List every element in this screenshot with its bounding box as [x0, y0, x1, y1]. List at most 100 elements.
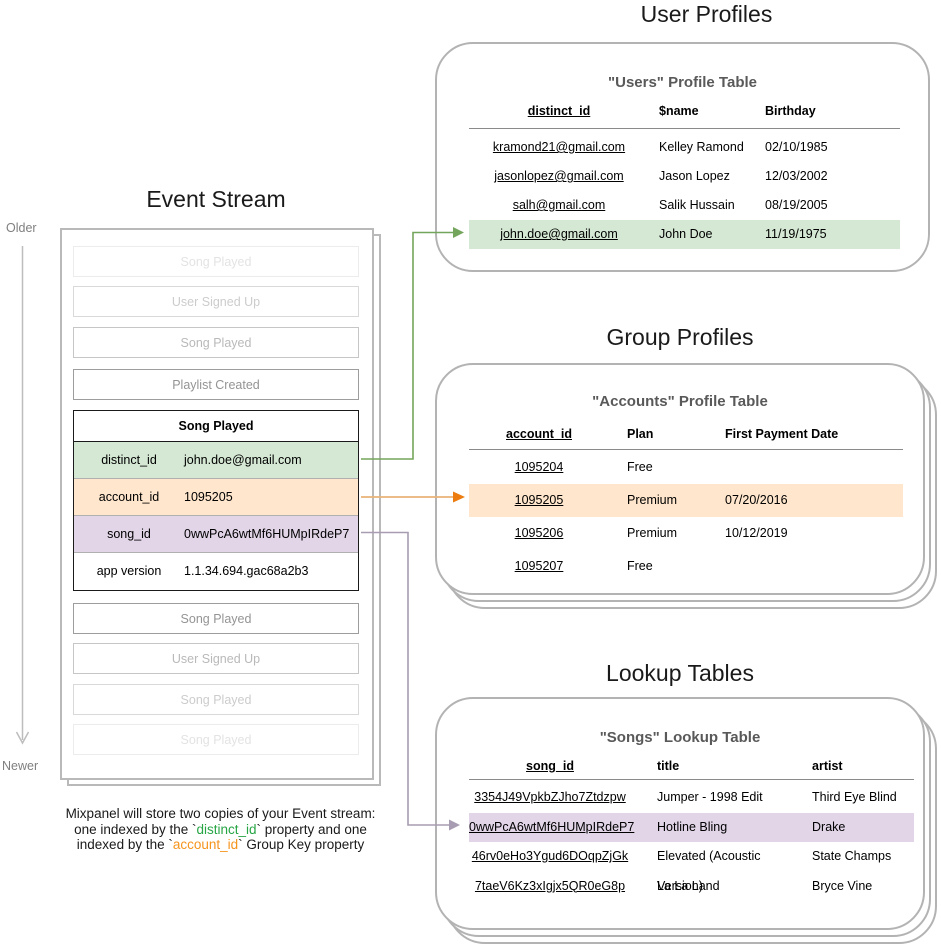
- table-cell: 02/10/1985: [765, 140, 828, 154]
- users-table-title: "Users" Profile Table: [608, 74, 757, 91]
- table-cell: John Doe: [659, 227, 713, 241]
- event-label: Song Played: [180, 336, 252, 350]
- table-cell: [707, 550, 903, 583]
- column-header-first-payment-date: First Payment Date: [725, 427, 839, 441]
- expanded-event-card: Song Played distinct_id john.doe@gmail.c…: [73, 410, 359, 591]
- column-header-artist: artist: [812, 759, 843, 773]
- table-cell: [707, 451, 903, 484]
- table-row: 1095207 Free: [469, 550, 903, 583]
- event-item: Song Played: [73, 603, 359, 634]
- table-cell: Jumper - 1998 Edit: [657, 790, 763, 804]
- caption-account-id: account_id: [172, 837, 239, 852]
- event-label: Song Played: [180, 733, 252, 747]
- table-cell: Salik Hussain: [659, 198, 735, 212]
- header-rule: [469, 449, 903, 450]
- caption-text: ` Group Key property: [238, 837, 365, 852]
- event-stream-title: Event Stream: [146, 186, 286, 212]
- table-cell: Premium: [627, 526, 678, 540]
- caption-line-3: indexed by the `account_id` Group Key pr…: [28, 837, 413, 853]
- event-item: User Signed Up: [73, 643, 359, 674]
- timeline-older-label: Older: [6, 221, 37, 235]
- caption-text: one indexed by the `: [74, 821, 197, 837]
- table-cell: 1095204: [514, 460, 564, 474]
- header-rule: [469, 128, 900, 129]
- table-cell: kramond21@gmail.com: [492, 140, 626, 154]
- caption-text: indexed by the `: [76, 837, 173, 852]
- table-row: 3354J49VpkbZJho7Ztdzpw Jumper - 1998 Edi…: [469, 783, 914, 813]
- table-cell: 10/12/2019: [725, 526, 788, 540]
- event-label: Song Played: [180, 612, 252, 626]
- table-row: salh@gmail.com Salik Hussain 08/19/2005: [469, 191, 900, 220]
- table-cell: 1095205: [514, 493, 564, 507]
- event-property-row-app-version: app version 1.1.34.694.gac68a2b3: [74, 553, 358, 590]
- table-row: jasonlopez@gmail.com Jason Lopez 12/03/2…: [469, 162, 900, 191]
- event-item: Playlist Created: [73, 369, 359, 400]
- table-cell: 7taeV6Kz3xIgjx5QR0eG8p: [474, 878, 626, 893]
- accounts-table-header: account_id Plan First Payment Date: [469, 425, 903, 443]
- accounts-table-title: "Accounts" Profile Table: [592, 393, 768, 410]
- event-label: Song Played: [180, 693, 252, 707]
- column-header-title: title: [657, 759, 680, 773]
- table-row: 1095204 Free: [469, 451, 903, 484]
- accounts-profile-card: "Accounts" Profile Table account_id Plan…: [435, 363, 925, 595]
- property-key: account_id: [98, 490, 160, 504]
- lookup-tables-title: Lookup Tables: [606, 660, 754, 686]
- caption-line-1: Mixpanel will store two copies of your E…: [65, 806, 376, 821]
- event-item: Song Played: [73, 327, 359, 358]
- property-value: 0wwPcA6wtMf6HUMpIRdeP7: [184, 527, 350, 541]
- timeline-newer-label: Newer: [2, 759, 39, 773]
- table-cell: 1095206: [514, 526, 564, 540]
- table-cell: Free: [627, 559, 653, 573]
- column-header-plan: Plan: [627, 427, 654, 441]
- event-label: Song Played: [180, 255, 252, 269]
- songs-lookup-card: "Songs" Lookup Table song_id title artis…: [435, 697, 925, 930]
- table-cell: Kelley Ramond: [659, 140, 744, 154]
- column-header-distinct-id: distinct_id: [527, 104, 591, 118]
- table-cell: State Champs: [812, 849, 892, 863]
- table-cell: 08/19/2005: [765, 198, 828, 212]
- table-row-highlighted: 0wwPcA6wtMf6HUMpIRdeP7 Hotline Bling Dra…: [469, 812, 914, 842]
- event-item: Song Played: [73, 246, 359, 277]
- users-profile-card: "Users" Profile Table distinct_id $name …: [435, 42, 930, 272]
- user-profiles-title: User Profiles: [640, 1, 773, 27]
- group-profiles-title: Group Profiles: [606, 324, 754, 350]
- table-row: kramond21@gmail.com Kelley Ramond 02/10/…: [469, 133, 900, 162]
- table-cell: La La Land: [657, 878, 720, 893]
- table-cell: Elevated (Acoustic Version): [657, 849, 761, 893]
- table-cell: Third Eye Blind: [812, 790, 897, 804]
- table-cell: Free: [627, 460, 653, 474]
- caption-text: ` property and one: [256, 821, 367, 837]
- caption-line-2: one indexed by the `distinct_id` propert…: [28, 822, 413, 838]
- table-cell: 12/03/2002: [765, 169, 828, 183]
- column-header-birthday: Birthday: [765, 104, 816, 118]
- table-row-highlighted: 1095205 Premium 07/20/2016: [469, 484, 903, 517]
- event-property-row-account-id: account_id 1095205: [74, 479, 358, 516]
- property-value: john.doe@gmail.com: [184, 453, 302, 467]
- column-header-account-id: account_id: [506, 427, 572, 441]
- property-value: 1095205: [184, 490, 233, 504]
- property-value: 1.1.34.694.gac68a2b3: [184, 564, 309, 578]
- table-cell: john.doe@gmail.com: [500, 227, 618, 241]
- songs-table-body: 3354J49VpkbZJho7Ztdzpw Jumper - 1998 Edi…: [469, 783, 914, 901]
- header-rule: [469, 779, 914, 780]
- table-row-highlighted: john.doe@gmail.com John Doe 11/19/1975: [469, 220, 900, 249]
- table-cell: Drake: [812, 819, 846, 834]
- column-header-name: $name: [659, 104, 699, 118]
- table-cell: Bryce Vine: [812, 878, 873, 893]
- property-key: distinct_id: [101, 453, 157, 467]
- table-cell: Jason Lopez: [659, 169, 730, 183]
- table-cell: 07/20/2016: [725, 493, 788, 507]
- users-table-body: kramond21@gmail.com Kelley Ramond 02/10/…: [469, 133, 900, 249]
- event-item: Song Played: [73, 724, 359, 755]
- table-row: 46rv0eHo3Ygud6DOqpZjGk Elevated (Acousti…: [469, 842, 914, 893]
- songs-table-title: "Songs" Lookup Table: [599, 729, 761, 746]
- expanded-event-title: Song Played: [74, 411, 358, 442]
- table-row: 7taeV6Kz3xIgjx5QR0eG8p La La Land Bryce …: [469, 872, 914, 902]
- column-header-song-id: song_id: [526, 759, 574, 773]
- event-property-row-distinct-id: distinct_id john.doe@gmail.com: [74, 442, 358, 479]
- table-cell: 1095207: [514, 559, 564, 573]
- table-cell: Hotline Bling: [657, 819, 728, 834]
- event-label: User Signed Up: [171, 295, 261, 309]
- users-table-header: distinct_id $name Birthday: [469, 102, 900, 120]
